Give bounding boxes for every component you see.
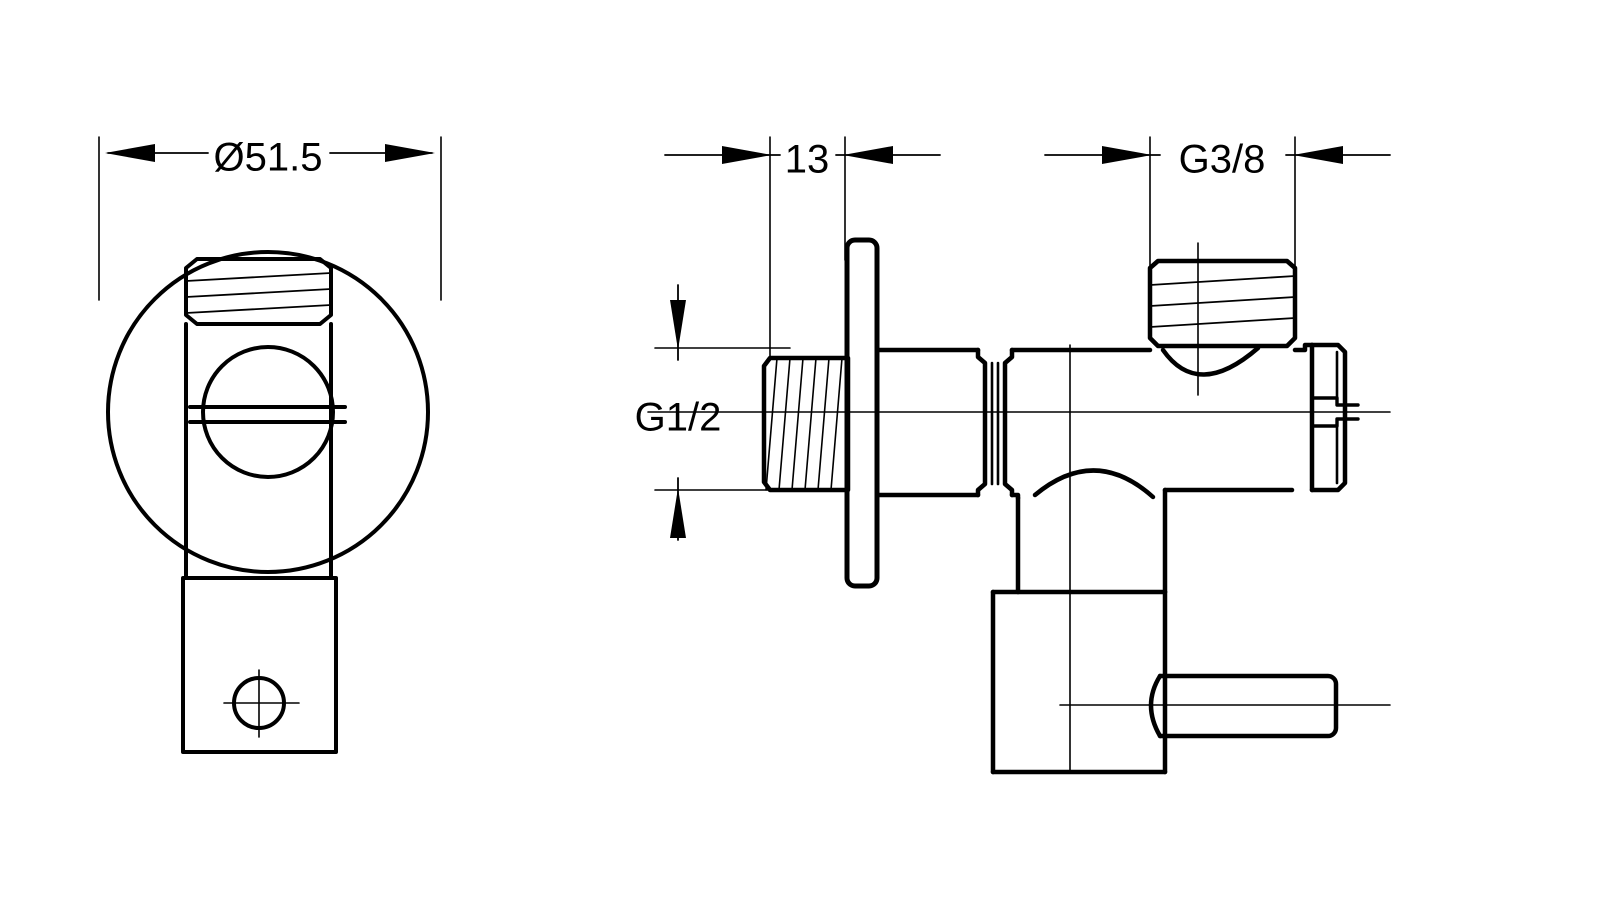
handle-neck-curve <box>1148 673 1163 739</box>
knurl-line-3 <box>185 304 332 314</box>
arrowhead-g38-right <box>1293 146 1343 164</box>
cap-knurl-line-3 <box>1149 317 1296 328</box>
arrowhead-13-left <box>722 146 772 164</box>
arrowhead-left <box>105 144 155 162</box>
arrowhead-g12-top <box>670 300 686 350</box>
escutcheon-outer-circle <box>106 250 430 574</box>
knurled-cap-outline <box>184 257 333 326</box>
slot-top-profile <box>1309 342 1348 415</box>
arrowhead-g12-bottom <box>670 488 686 538</box>
dimension-diameter-51-5 <box>98 136 442 301</box>
screwdriver-slot-lower <box>1310 417 1360 428</box>
thread-line-1 <box>765 357 778 491</box>
dimension-label-g38: G3/8 <box>1179 138 1266 182</box>
knurl-line-2 <box>185 288 332 298</box>
arrowhead-right <box>385 144 435 162</box>
thread-line-2 <box>778 357 791 491</box>
groove-ring <box>975 347 1015 498</box>
lower-block-outline <box>181 576 338 754</box>
cap-knurl-line-1 <box>1149 275 1296 286</box>
lower-block-front <box>181 576 338 754</box>
groove-right-profile <box>1002 347 1015 498</box>
body-top-edge-after-cap <box>1292 342 1315 353</box>
side-view: 13 G3/8 G1/2 <box>635 136 1391 775</box>
front-view <box>98 136 442 754</box>
dimension-label-13: 13 <box>785 138 830 182</box>
thread-line-3 <box>791 357 804 491</box>
inner-boss-circle <box>201 345 335 479</box>
lever-handle <box>1148 673 1339 739</box>
cap-knurl-line-2 <box>1149 296 1296 307</box>
thread-line-6 <box>830 357 843 491</box>
knurl-line-1 <box>185 272 332 282</box>
slotted-end <box>1309 342 1360 493</box>
arrowhead-g38-left <box>1102 146 1152 164</box>
dimension-label-g12: G1/2 <box>635 396 722 440</box>
arrowhead-13-right <box>843 146 893 164</box>
handle-body-outline <box>1157 673 1339 739</box>
knurled-cap-outline-side <box>1147 258 1298 349</box>
thread-line-5 <box>817 357 830 491</box>
groove-left-profile <box>975 347 988 498</box>
outlet-bore-arc <box>1032 468 1156 500</box>
dimension-g38 <box>1044 136 1391 276</box>
dimension-g12 <box>654 284 791 541</box>
cap-boss-arc <box>1160 345 1261 377</box>
dimension-13 <box>664 136 941 361</box>
slot-bottom-profile <box>1309 409 1348 493</box>
knurled-cap-front <box>184 257 333 326</box>
thread-line-4 <box>804 357 817 491</box>
threaded-inlet-g12 <box>761 355 851 493</box>
flange-plate <box>844 237 880 589</box>
screwdriver-slot-upper <box>1310 396 1360 407</box>
knurled-cap-side <box>1147 258 1298 349</box>
dimension-label-diameter: Ø51.5 <box>214 136 323 180</box>
